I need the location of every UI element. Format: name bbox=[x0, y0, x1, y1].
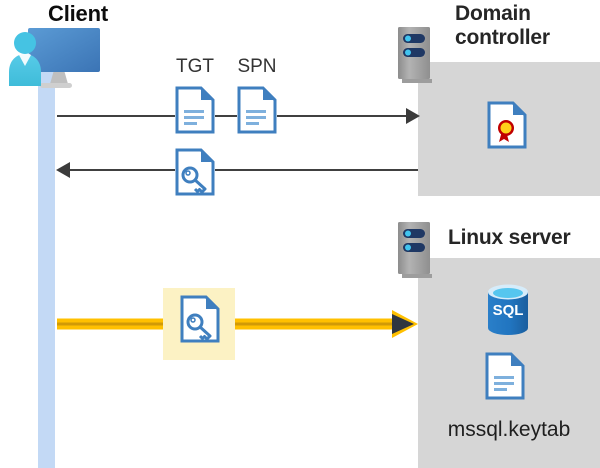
document-icon-spn bbox=[237, 86, 277, 134]
sql-database-text: SQL bbox=[493, 302, 524, 319]
server-rack-icon-linux-server bbox=[398, 222, 434, 278]
key-document-icon-service-ticket bbox=[180, 295, 220, 343]
tgt-label: TGT bbox=[176, 56, 214, 77]
linux-server-title: Linux server bbox=[448, 226, 571, 249]
server-rack-icon-domain-controller bbox=[398, 27, 434, 83]
sql-database-icon: SQL bbox=[484, 283, 532, 339]
client-lifeline-bar bbox=[38, 72, 55, 468]
key-document-icon-ticket-response bbox=[175, 148, 215, 196]
document-icon-tgt bbox=[175, 86, 215, 134]
spn-label: SPN bbox=[237, 56, 277, 77]
certificate-document-icon bbox=[487, 101, 527, 149]
client-title: Client bbox=[48, 1, 108, 26]
keytab-filename-label: mssql.keytab bbox=[447, 418, 571, 441]
document-icon-keytab bbox=[485, 352, 525, 400]
domain-controller-title: Domain controller bbox=[455, 2, 550, 49]
client-workstation-user-icon bbox=[6, 26, 116, 96]
